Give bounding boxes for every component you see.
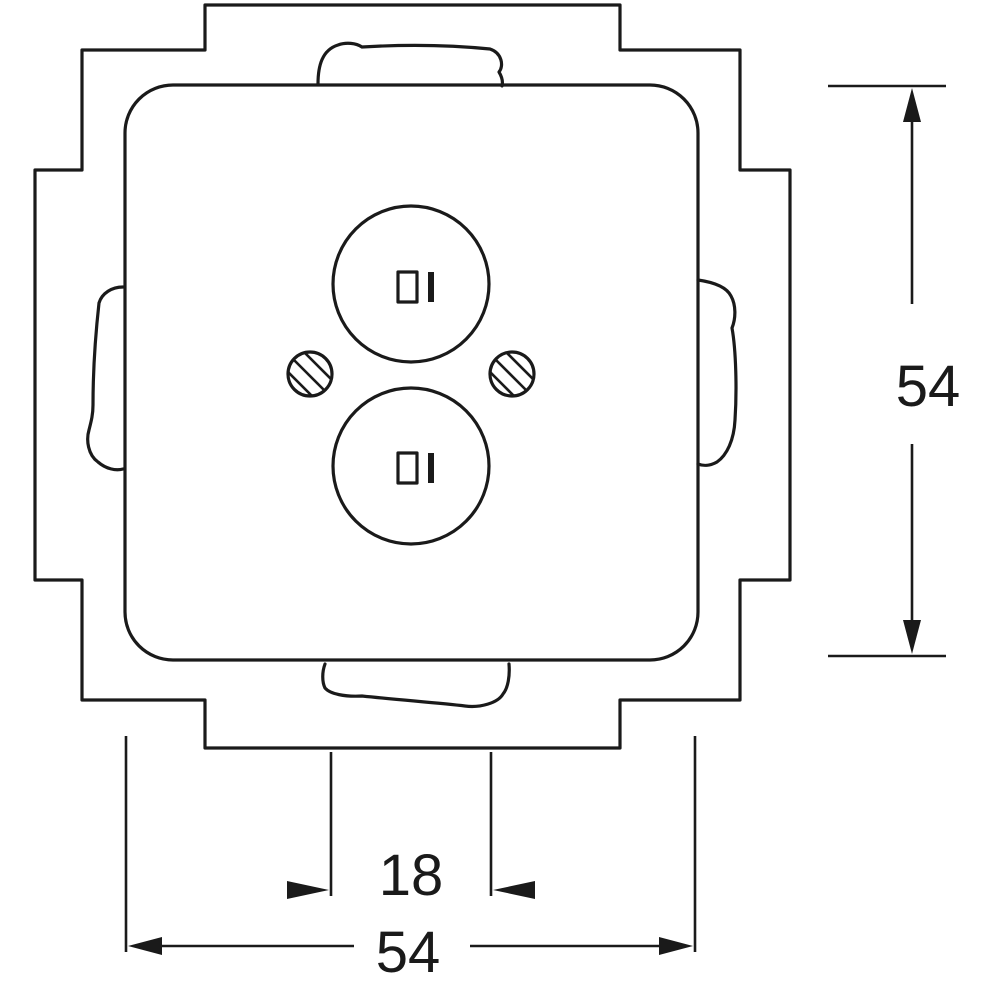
upper-socket (331, 204, 491, 364)
upper-socket-outline (331, 204, 491, 364)
bottom-clip (321, 662, 511, 709)
left-clip (86, 285, 125, 472)
upper-socket-square-contact (396, 270, 419, 304)
width-arrow-right (659, 937, 693, 955)
lower-socket-outline (331, 386, 491, 546)
width-label: 54 (376, 920, 441, 985)
height-arrow-bottom (903, 620, 921, 654)
upper-socket-bar-contact (428, 272, 434, 302)
cover-plate (123, 83, 700, 662)
socket-spacing-label: 18 (379, 843, 444, 908)
mounting-frame (33, 3, 792, 750)
width-arrow-left (128, 937, 162, 955)
height-label: 54 (896, 354, 961, 419)
width-dimension: 54 (124, 736, 697, 985)
lower-socket (331, 386, 491, 546)
socket-spacing-dimension: 18 (287, 752, 535, 908)
top-clip (316, 41, 504, 88)
height-arrow-top (903, 88, 921, 122)
height-dimension: 54 (828, 84, 961, 658)
lower-socket-square-contact (396, 451, 419, 485)
right-clip (696, 278, 738, 467)
left-screw (286, 350, 334, 398)
right-screw (488, 350, 536, 398)
lower-socket-bar-contact (428, 453, 434, 483)
spacing-arrow-left (287, 881, 329, 899)
spacing-arrow-right (493, 881, 535, 899)
